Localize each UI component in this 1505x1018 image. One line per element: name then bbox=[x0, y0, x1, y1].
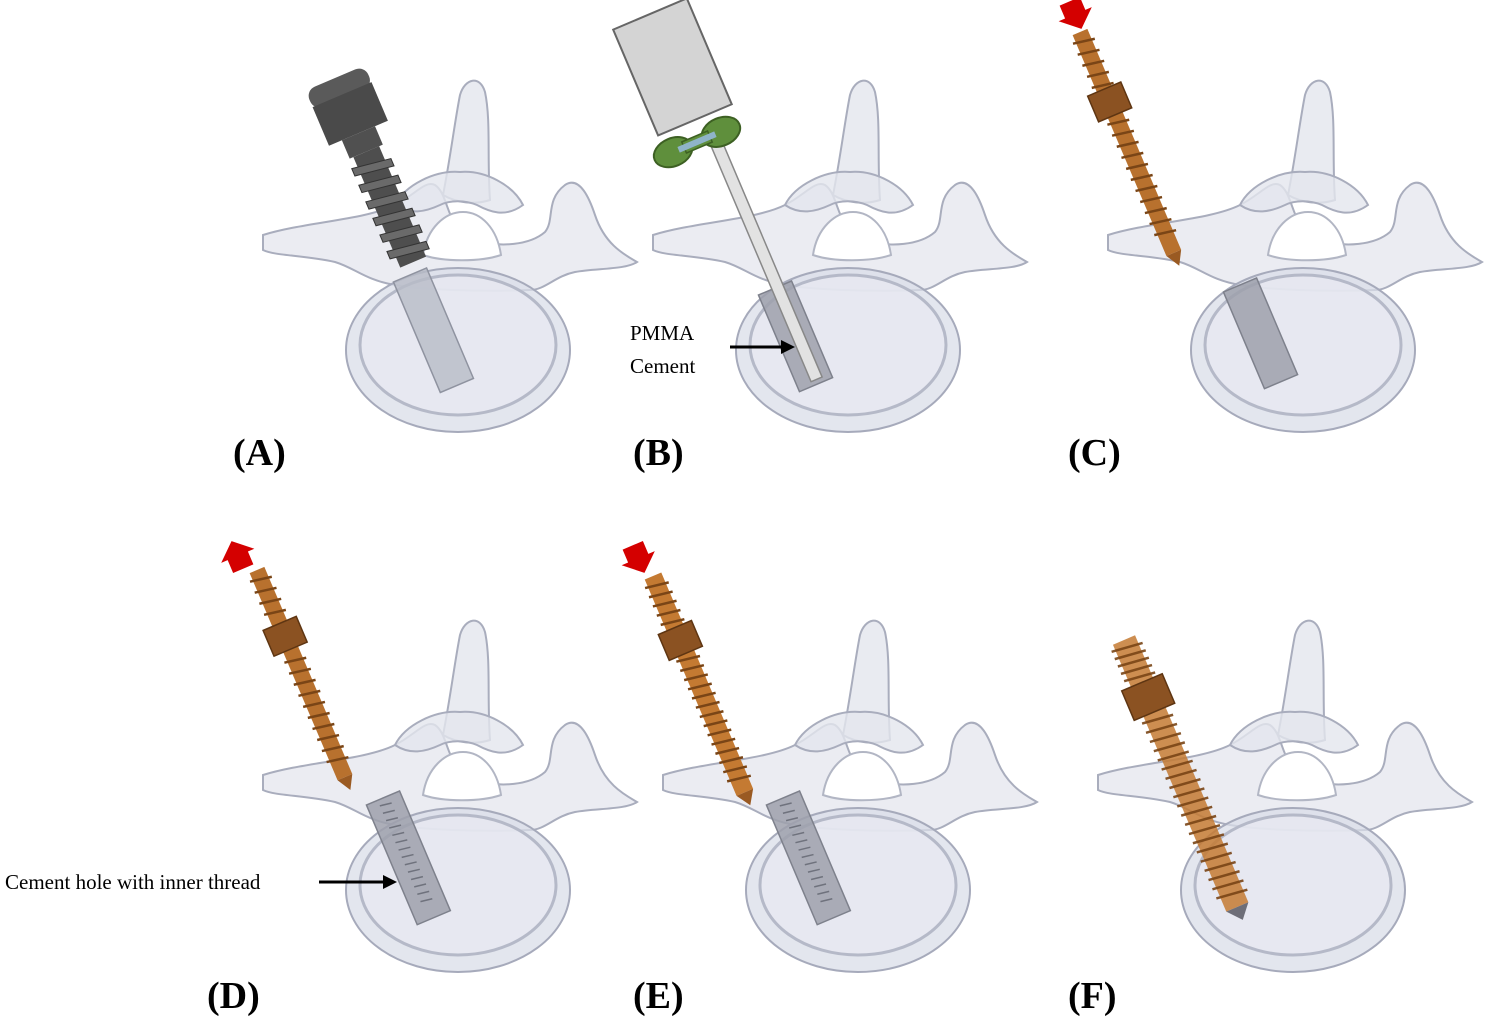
pmma-cement bbox=[1222, 276, 1299, 390]
vertebra bbox=[661, 619, 1039, 974]
screw-nut bbox=[1086, 81, 1133, 123]
panel-label: (C) bbox=[1068, 432, 1121, 474]
screw-thread bbox=[249, 575, 349, 764]
screw-thread bbox=[644, 581, 752, 783]
drilled-hole bbox=[392, 266, 475, 394]
arrow-down-icon bbox=[1053, 0, 1099, 36]
panel-d: Cement hole with inner thread (D) bbox=[5, 534, 639, 1017]
screw-nut bbox=[657, 619, 704, 662]
cement-hole-threaded bbox=[765, 789, 852, 926]
cement-hole-pointer-arrow bbox=[319, 875, 397, 889]
panel-label: (E) bbox=[633, 975, 684, 1017]
vertebra bbox=[261, 619, 639, 974]
injector-body bbox=[611, 0, 734, 137]
pmma-label-line1: PMMA bbox=[630, 321, 695, 345]
cement-hole-label: Cement hole with inner thread bbox=[5, 870, 261, 894]
panel-a: (A) bbox=[233, 68, 639, 474]
screw-thread bbox=[1072, 37, 1177, 237]
screw-thread bbox=[1111, 641, 1248, 900]
pedicle-screw bbox=[1072, 28, 1182, 266]
tap-drill bbox=[308, 68, 430, 268]
cement-hole-threaded bbox=[365, 789, 452, 926]
pedicle-screw bbox=[644, 572, 754, 806]
injector-grip bbox=[652, 115, 742, 169]
pmma-label-line2: Cement bbox=[630, 354, 695, 378]
pmma-pointer-arrow bbox=[730, 340, 795, 354]
pedicle-screw-inserted bbox=[1111, 635, 1249, 920]
vertebra bbox=[1106, 79, 1484, 434]
panel-b: PMMA Cement (B) bbox=[611, 0, 1029, 474]
pedicle-screw bbox=[249, 566, 353, 791]
arrow-up-icon bbox=[214, 534, 260, 576]
panel-label: (D) bbox=[207, 975, 260, 1017]
panel-label: (B) bbox=[633, 432, 684, 474]
screw-nut bbox=[262, 615, 309, 658]
arrow-down-icon bbox=[616, 538, 662, 580]
panel-label: (F) bbox=[1068, 975, 1117, 1017]
screw-nut bbox=[1120, 672, 1176, 722]
panel-label: (A) bbox=[233, 432, 286, 474]
panel-e: (E) bbox=[616, 538, 1039, 1017]
panel-c: (C) bbox=[1053, 0, 1484, 474]
panel-f: (F) bbox=[1068, 619, 1474, 1017]
